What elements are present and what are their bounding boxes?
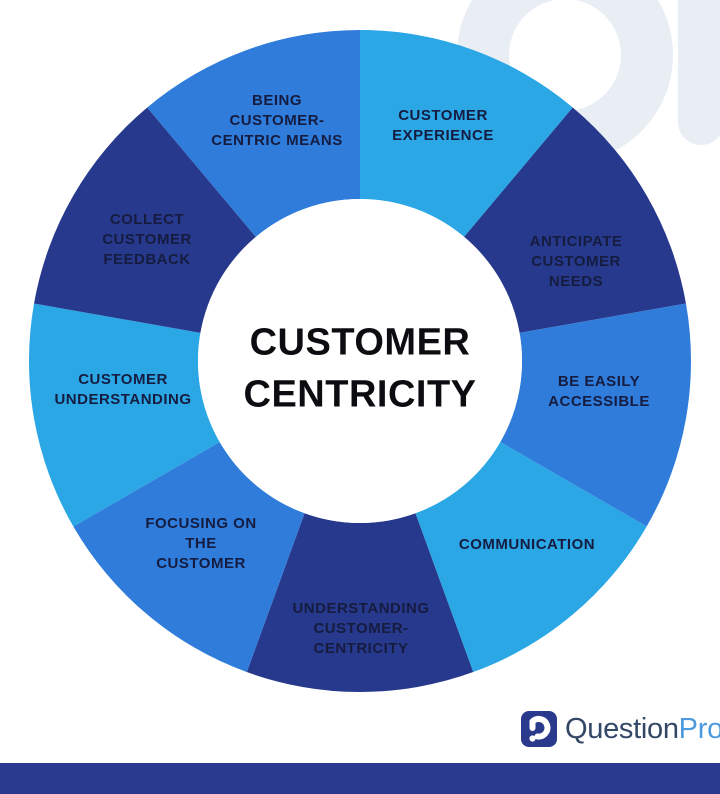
- wheel-segment-understanding-customer-centricity: [246, 513, 474, 692]
- customer-centricity-wheel: [28, 30, 691, 692]
- wheel-center-title: CUSTOMER CENTRICITY: [243, 321, 477, 416]
- wheel-segment-collect-customer-feedback: [34, 107, 256, 333]
- questionpro-watermark-icon: [457, 0, 720, 163]
- wheel-segment-being-customer-centric-means: [147, 30, 360, 237]
- questionpro-logo: QuestionPro: [521, 710, 720, 748]
- wheel-center-circle: [198, 199, 522, 523]
- brand-question-text: Question: [565, 712, 679, 745]
- questionpro-p-icon: [521, 711, 557, 747]
- watermark-ring: [457, 0, 673, 163]
- footer-bar: [0, 763, 720, 794]
- wheel-segment-communication: [415, 442, 647, 673]
- wheel-segments: [28, 30, 691, 692]
- wheel-segment-anticipate-customer-needs: [464, 107, 686, 333]
- brand-pro-text: Pro: [678, 712, 720, 745]
- brand-wordmark: QuestionPro: [565, 713, 720, 746]
- wheel-segment-focusing-on-the-customer: [73, 442, 305, 673]
- wheel-segment-be-easily-accessible: [500, 303, 691, 527]
- wheel-segment-customer-understanding: [28, 303, 220, 527]
- wheel-segment-customer-experience: [360, 30, 573, 237]
- watermark-stem: [678, 0, 720, 145]
